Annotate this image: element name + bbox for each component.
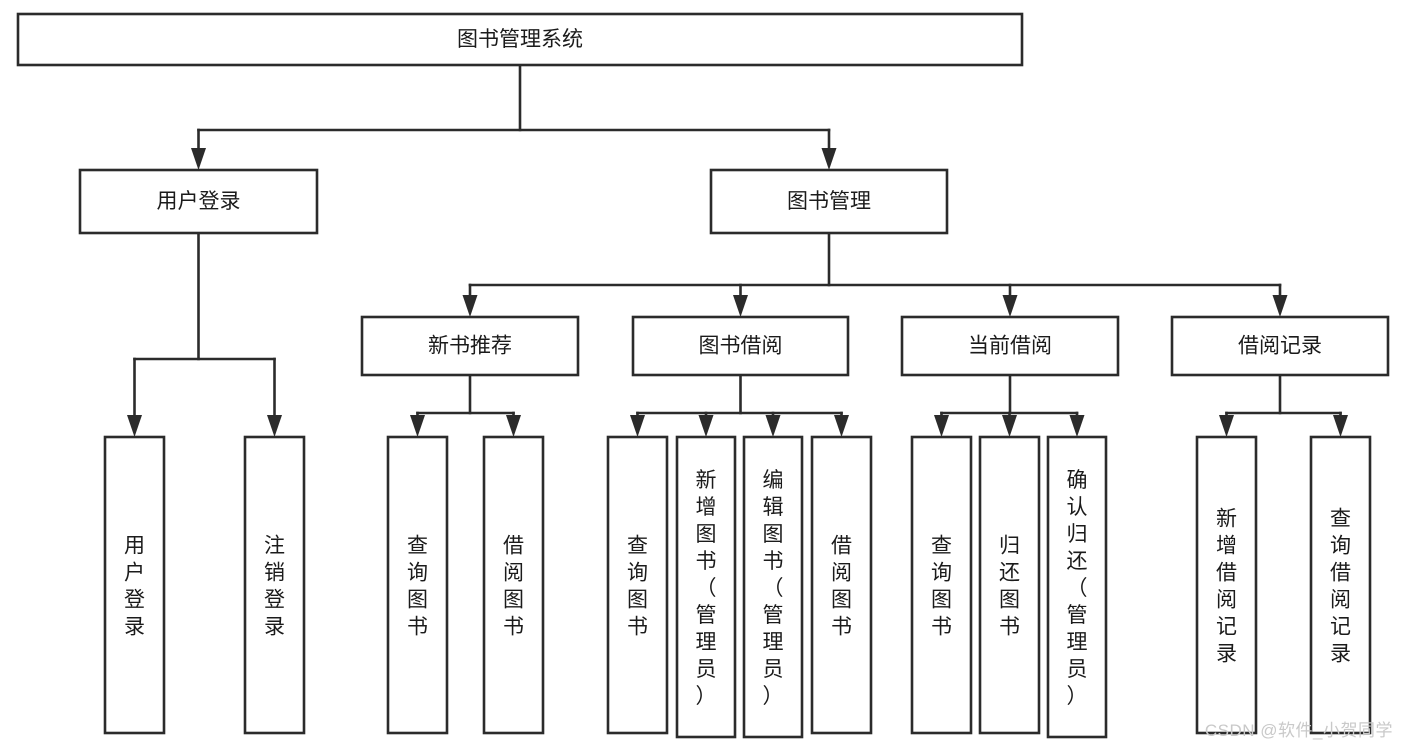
node-box-n_book_borrow[interactable] <box>631 315 850 377</box>
node-label-l_query_book_2: 查询图书 <box>627 535 648 639</box>
node-label-l_confirm_return_admin: 确认归还（管理员） <box>1067 469 1088 708</box>
node-box-n_borrow_record[interactable] <box>1170 315 1390 377</box>
node-label-l_query_book_1: 查询图书 <box>407 535 428 639</box>
node-box-root[interactable] <box>16 12 1024 67</box>
edge-arrowhead-icon <box>765 415 781 437</box>
node-box-l_query_book_1[interactable] <box>386 435 449 735</box>
node-label-l_user_login: 用户登录 <box>124 535 145 639</box>
csdn-watermark: CSDN @软件_小贺同学 <box>1204 721 1393 740</box>
node-n_current_borrow[interactable]: 当前借阅 <box>900 315 1120 377</box>
edge-group-n_new_book_rec <box>410 373 521 437</box>
node-box-n_current_borrow[interactable] <box>900 315 1120 377</box>
node-box-l_user_login[interactable] <box>103 435 166 735</box>
node-label-root: 图书管理系统 <box>457 28 583 51</box>
node-l_return_book[interactable]: 归还图书 <box>978 435 1041 735</box>
node-l_query_book_1[interactable]: 查询图书 <box>386 435 449 735</box>
node-box-l_logout[interactable] <box>243 435 306 735</box>
node-box-n_new_book_rec[interactable] <box>360 315 580 377</box>
edge-arrowhead-icon <box>1219 415 1234 437</box>
node-label-l_add_book_admin: 新增图书（管理员） <box>696 469 717 708</box>
node-box-l_query_borrow_record[interactable] <box>1309 435 1372 735</box>
node-label-n_user_login: 用户登录 <box>157 190 241 213</box>
node-box-l_borrow_book_2[interactable] <box>810 435 873 735</box>
node-label-l_edit_book_admin: 编辑图书（管理员） <box>763 469 784 708</box>
node-label-l_borrow_book_2: 借阅图书 <box>831 535 852 639</box>
node-l_query_book_3[interactable]: 查询图书 <box>910 435 973 735</box>
node-n_borrow_record[interactable]: 借阅记录 <box>1170 315 1390 377</box>
node-label-n_new_book_rec: 新书推荐 <box>428 335 512 358</box>
edge-layer <box>127 63 1348 437</box>
node-box-n_user_login[interactable] <box>78 168 319 235</box>
edge-arrowhead-icon <box>127 415 142 437</box>
node-box-l_confirm_return_admin[interactable] <box>1046 435 1108 739</box>
node-l_borrow_book_1[interactable]: 借阅图书 <box>482 435 545 735</box>
edge-arrowhead-icon <box>462 295 478 317</box>
node-label-n_current_borrow: 当前借阅 <box>968 335 1052 358</box>
edge-arrowhead-icon <box>506 415 521 437</box>
node-l_user_login[interactable]: 用户登录 <box>103 435 166 735</box>
node-l_query_book_2[interactable]: 查询图书 <box>606 435 669 735</box>
edge-arrowhead-icon <box>1002 415 1017 437</box>
edge-arrowhead-icon <box>630 415 645 437</box>
edge-arrowhead-icon <box>698 415 714 437</box>
edge-arrowhead-icon <box>1333 415 1348 437</box>
edge-arrowhead-icon <box>934 415 949 437</box>
edge-arrowhead-icon <box>821 148 837 170</box>
node-label-l_query_book_3: 查询图书 <box>931 535 952 639</box>
edge-arrowhead-icon <box>267 415 282 437</box>
node-l_add_book_admin[interactable]: 新增图书（管理员） <box>675 435 737 739</box>
node-label-l_query_borrow_record: 查询借阅记录 <box>1330 508 1351 666</box>
node-l_query_borrow_record[interactable]: 查询借阅记录 <box>1309 435 1372 735</box>
node-label-n_book_manage: 图书管理 <box>787 190 871 213</box>
edge-arrowhead-icon <box>1272 295 1288 317</box>
node-l_logout[interactable]: 注销登录 <box>243 435 306 735</box>
node-n_user_login[interactable]: 用户登录 <box>78 168 319 235</box>
node-label-l_add_borrow_record: 新增借阅记录 <box>1216 508 1237 666</box>
edge-arrowhead-icon <box>733 295 748 317</box>
node-box-l_borrow_book_1[interactable] <box>482 435 545 735</box>
node-label-l_logout: 注销登录 <box>264 535 285 639</box>
edge-arrowhead-icon <box>1069 415 1085 437</box>
node-n_book_borrow[interactable]: 图书借阅 <box>631 315 850 377</box>
edge-arrowhead-icon <box>834 415 849 437</box>
node-label-l_return_book: 归还图书 <box>999 535 1020 639</box>
edge-arrowhead-icon <box>410 415 425 437</box>
edge-group-n_book_manage <box>462 231 1288 317</box>
node-label-n_borrow_record: 借阅记录 <box>1238 335 1322 358</box>
edge-arrowhead-icon <box>1002 295 1018 317</box>
node-box-l_return_book[interactable] <box>978 435 1041 735</box>
edge-arrowhead-icon <box>191 148 206 170</box>
node-box-l_query_book_2[interactable] <box>606 435 669 735</box>
node-box-l_add_borrow_record[interactable] <box>1195 435 1258 735</box>
node-label-n_book_borrow: 图书借阅 <box>699 335 783 358</box>
edge-group-n_current_borrow <box>934 373 1085 437</box>
node-root[interactable]: 图书管理系统 <box>16 12 1024 67</box>
node-l_borrow_book_2[interactable]: 借阅图书 <box>810 435 873 735</box>
edge-group-n_user_login <box>127 231 282 437</box>
node-layer: 图书管理系统用户登录图书管理新书推荐图书借阅当前借阅借阅记录用户登录注销登录查询… <box>16 12 1390 739</box>
edge-group-n_borrow_record <box>1219 373 1348 437</box>
node-l_edit_book_admin[interactable]: 编辑图书（管理员） <box>742 435 804 739</box>
node-n_new_book_rec[interactable]: 新书推荐 <box>360 315 580 377</box>
edge-group-n_book_borrow <box>630 373 849 437</box>
node-label-l_borrow_book_1: 借阅图书 <box>503 535 524 639</box>
node-box-l_edit_book_admin[interactable] <box>742 435 804 739</box>
node-box-l_query_book_3[interactable] <box>910 435 973 735</box>
node-n_book_manage[interactable]: 图书管理 <box>709 168 949 235</box>
edge-group-root <box>191 63 837 170</box>
node-l_add_borrow_record[interactable]: 新增借阅记录 <box>1195 435 1258 735</box>
node-box-n_book_manage[interactable] <box>709 168 949 235</box>
node-l_confirm_return_admin[interactable]: 确认归还（管理员） <box>1046 435 1108 739</box>
node-box-l_add_book_admin[interactable] <box>675 435 737 739</box>
